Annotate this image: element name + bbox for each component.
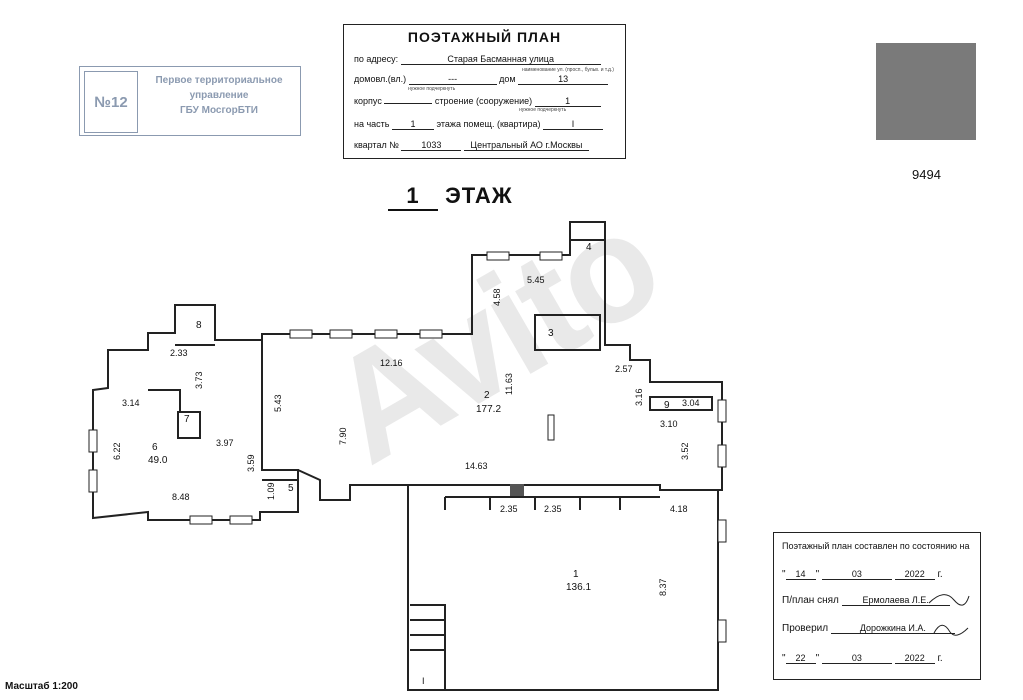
- floor-number: 1: [388, 183, 438, 211]
- partition-lower-shops: [444, 496, 660, 510]
- checker-row: Проверил Дорожкина И.А.: [782, 623, 955, 634]
- dim: 3.97: [216, 438, 234, 448]
- wall-main-hall: [261, 221, 723, 501]
- dim: 5.45: [527, 275, 545, 285]
- stamp-number: №12: [84, 71, 138, 133]
- room-9-number: 9: [664, 400, 670, 411]
- dim: 6.22: [112, 442, 122, 460]
- address-row: по адресу: Старая Басманная улица: [354, 54, 601, 65]
- room-4-number: 4: [586, 242, 592, 253]
- dim: 2.35: [544, 504, 562, 514]
- partition-room3: [534, 314, 601, 351]
- kvartal-row: квартал № 1033 Центральный АО г.Москвы: [354, 140, 589, 151]
- surveyor-row: П/план снял Ермолаева Л.Е.: [782, 595, 950, 606]
- dim: 3.04: [682, 398, 700, 408]
- scale-label: Масштаб 1:200: [5, 681, 78, 692]
- floor-label: ЭТАЖ: [445, 183, 513, 208]
- redacted-photo: [876, 43, 976, 140]
- wall-left-wing: [92, 304, 299, 521]
- dim: 12.16: [380, 358, 403, 368]
- dim: 3.16: [634, 388, 644, 406]
- room-1-area: 136.1: [566, 582, 591, 593]
- dim: 14.63: [465, 461, 488, 471]
- signature-scribbles: [928, 594, 970, 636]
- dim: 3.73: [194, 371, 204, 389]
- pillar: [547, 414, 555, 441]
- stairs: [410, 604, 446, 690]
- address-value: Старая Басманная улица: [400, 54, 601, 65]
- partition-room6: [148, 389, 181, 412]
- bti-stamp: №12 Первое территориальное управление ГБ…: [79, 66, 301, 136]
- dim: 4.58: [492, 288, 502, 306]
- dim: 1.09: [266, 482, 276, 500]
- plan-title: ПОЭТАЖНЫЙ ПЛАН: [407, 29, 562, 45]
- dim: 7.90: [338, 427, 348, 445]
- room-6-number: 6: [152, 442, 158, 453]
- room-8-number: 8: [196, 320, 202, 331]
- room-2-number: 2: [484, 390, 490, 401]
- title-block: ПОЭТАЖНЫЙ ПЛАН по адресу: Старая Басманн…: [343, 24, 626, 159]
- survey-date: "14" 03 2022 г.: [782, 569, 943, 580]
- domovl-row: домовл.(вл.) --- дом 13: [354, 74, 609, 85]
- dim: 8.48: [172, 492, 190, 502]
- partition-room9: [649, 396, 713, 411]
- stair-mark: I: [422, 676, 425, 686]
- dim: 8.37: [658, 578, 668, 596]
- dim: 11.63: [504, 373, 514, 395]
- signature-block: Поэтажный план составлен по состоянию на…: [773, 532, 981, 680]
- room-5-number: 5: [288, 483, 294, 494]
- korpus-row: корпус строение (сооружение) 1: [354, 96, 601, 107]
- dim: 2.33: [170, 348, 188, 358]
- dim: 5.43: [273, 394, 283, 412]
- room-2-area: 177.2: [476, 404, 501, 415]
- dim: 3.59: [246, 454, 256, 472]
- partition-room7: [177, 411, 201, 439]
- dim: 2.57: [615, 364, 633, 374]
- part-row: на часть 1 этажа помещ. (квартира) I: [354, 119, 604, 130]
- dim: 2.35: [500, 504, 518, 514]
- dim: 3.52: [680, 442, 690, 460]
- document-code: 9494: [912, 167, 941, 182]
- column: [510, 484, 524, 496]
- dim: 3.10: [660, 419, 678, 429]
- check-date: "22" 03 2022 г.: [782, 653, 943, 664]
- dim: 3.14: [122, 398, 140, 408]
- room-3-number: 3: [548, 328, 554, 339]
- wall-lower-room: [407, 485, 719, 691]
- dim: 4.18: [670, 504, 688, 514]
- room-6-area: 49.0: [148, 455, 168, 466]
- room-7-number: 7: [184, 414, 190, 425]
- room-1-number: 1: [573, 569, 579, 580]
- floor-title: 1 ЭТАЖ: [388, 183, 513, 211]
